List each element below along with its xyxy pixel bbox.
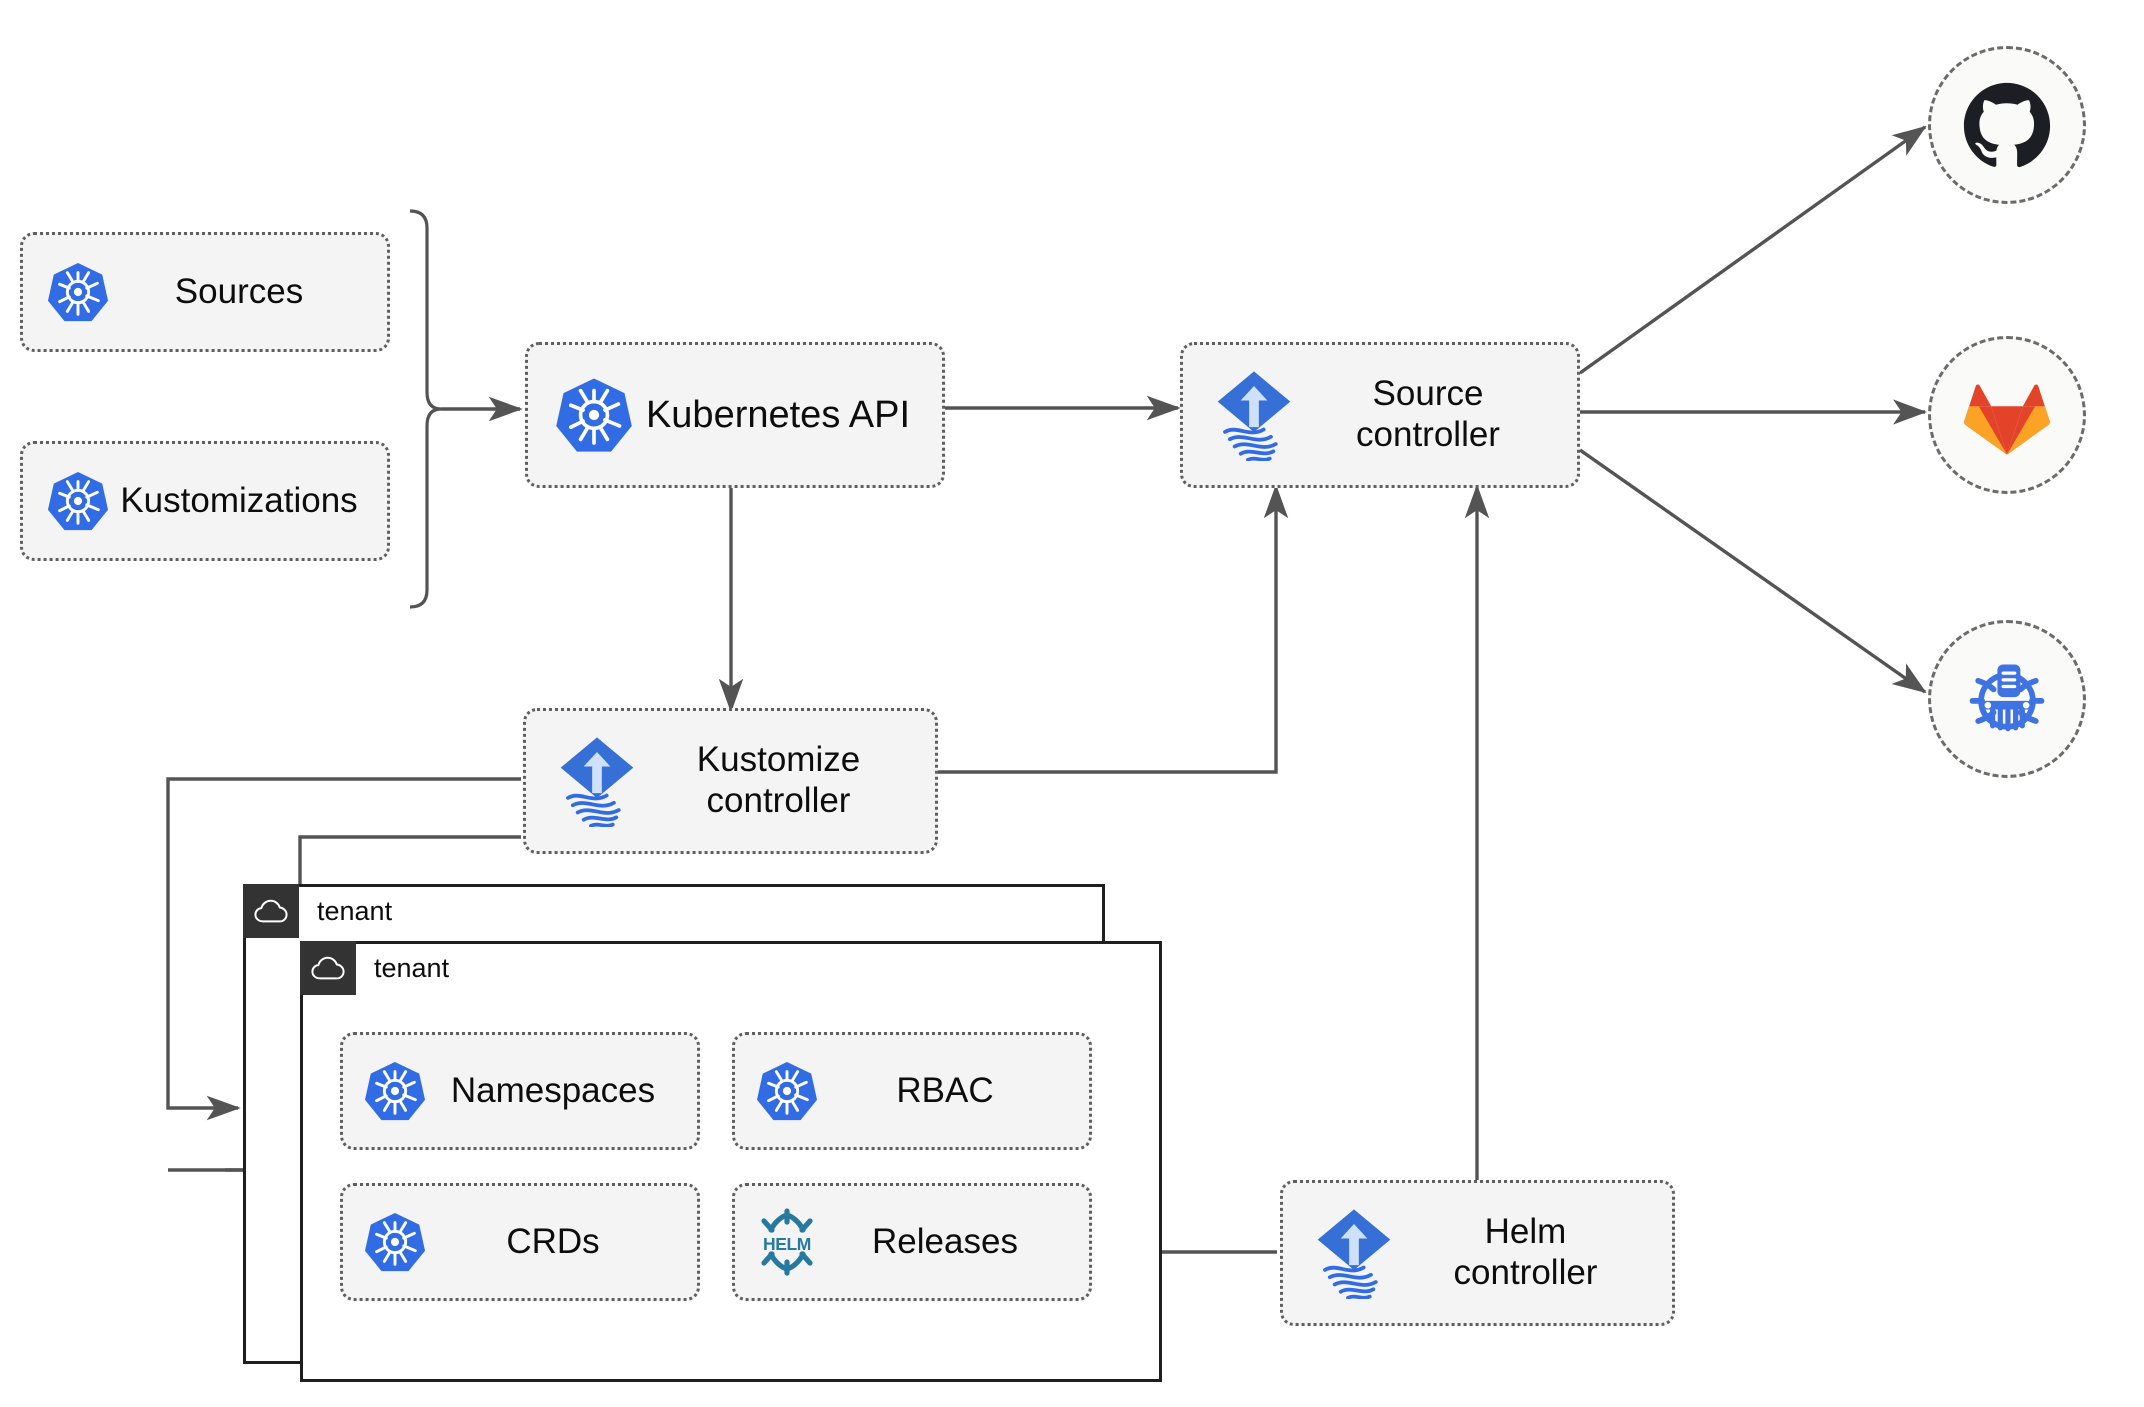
- node-label: CRDs: [506, 1221, 600, 1261]
- kubernetes-icon: [546, 376, 642, 454]
- kubernetes-icon: [39, 470, 117, 532]
- github-icon: [1962, 81, 2052, 169]
- kubernetes-icon: [749, 1060, 825, 1122]
- kubernetes-icon: [357, 1211, 433, 1273]
- node-helm-controller[interactable]: Helm controller: [1280, 1180, 1675, 1326]
- node-kustomize-controller[interactable]: Kustomize controller: [523, 708, 938, 854]
- edge-source-to-registry: [1579, 448, 1927, 694]
- kubernetes-icon: [357, 1060, 433, 1122]
- node-label: Releases: [872, 1221, 1018, 1261]
- flux-icon: [1201, 369, 1307, 461]
- kubernetes-icon: [39, 261, 117, 323]
- node-namespaces[interactable]: Namespaces: [340, 1032, 700, 1150]
- node-label: Helm controller: [1453, 1212, 1598, 1292]
- cloud-icon: [243, 884, 299, 938]
- gitlab-icon: [1963, 373, 2051, 457]
- registry-icon: [1961, 653, 2053, 745]
- tenant-label: tenant: [317, 895, 393, 926]
- node-releases[interactable]: HELM Releases: [732, 1183, 1092, 1301]
- node-label: Namespaces: [450, 1070, 656, 1110]
- edge-kustomize-to-source: [938, 484, 1289, 774]
- tenant-header: tenant: [300, 941, 449, 995]
- node-kubernetes-api[interactable]: Kubernetes API: [525, 342, 945, 488]
- edge-bracket-sources-kustomizations: [409, 209, 442, 609]
- node-label: Kustomizations: [120, 480, 358, 520]
- tenant-frame-front[interactable]: tenant: [300, 941, 1162, 1382]
- flux-icon: [544, 735, 650, 827]
- helm-icon: HELM: [749, 1208, 825, 1276]
- svg-text:HELM: HELM: [763, 1234, 811, 1254]
- cloud-icon: [300, 941, 356, 995]
- node-github[interactable]: [1928, 46, 2086, 204]
- node-container-registry[interactable]: [1928, 620, 2086, 778]
- edge-source-to-github: [1579, 125, 1927, 375]
- node-label: Sources: [174, 271, 304, 311]
- node-source-controller[interactable]: Source controller: [1180, 342, 1580, 488]
- node-label: Kubernetes API: [645, 393, 911, 436]
- node-label: Source controller: [1356, 374, 1500, 454]
- flux-icon: [1301, 1207, 1407, 1299]
- node-sources[interactable]: Sources: [20, 232, 390, 352]
- node-rbac[interactable]: RBAC: [732, 1032, 1092, 1150]
- node-label: RBAC: [896, 1070, 994, 1110]
- tenant-header: tenant: [243, 884, 392, 938]
- node-kustomizations[interactable]: Kustomizations: [20, 441, 390, 561]
- tenant-label: tenant: [374, 952, 450, 983]
- node-crds[interactable]: CRDs: [340, 1183, 700, 1301]
- node-gitlab[interactable]: [1928, 336, 2086, 494]
- node-label: Kustomize controller: [696, 740, 861, 820]
